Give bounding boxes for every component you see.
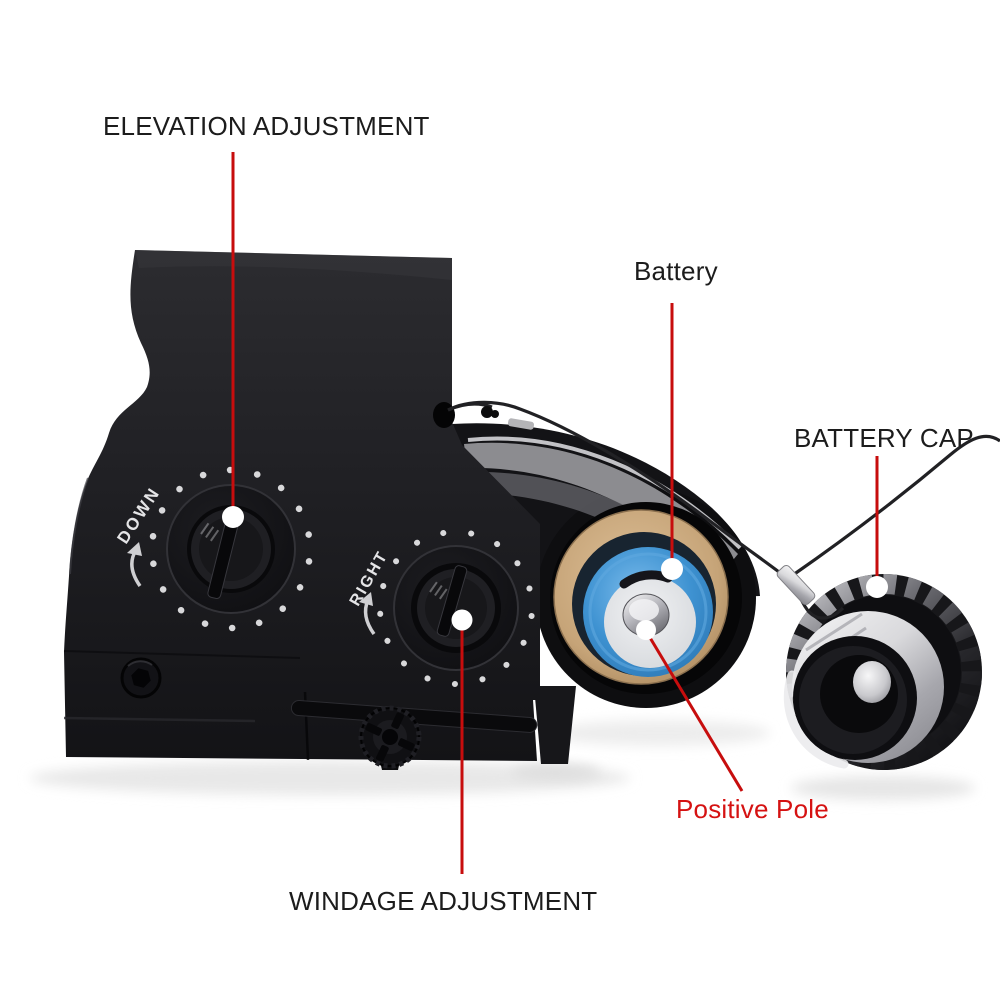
battery-cap	[783, 574, 982, 770]
windage-dot-ring	[377, 529, 535, 687]
windage-adjustment-label: WINDAGE ADJUSTMENT	[289, 886, 598, 916]
positive-pole-callout-dot	[636, 620, 656, 640]
battery-cap-label: BATTERY CAP	[794, 423, 974, 453]
battery-callout-dot	[661, 558, 683, 580]
mount-thumb-nut	[358, 705, 422, 770]
callout-dots	[222, 506, 888, 640]
windage-screw-slot	[436, 565, 468, 637]
positive-pole-label: Positive Pole	[676, 794, 829, 824]
elevation-dial: DOWN	[113, 466, 314, 632]
lanyard-tab	[507, 418, 535, 430]
callout-lines	[231, 152, 879, 874]
cap-spring-contact	[853, 661, 891, 703]
battery-label: Battery	[634, 256, 718, 286]
tube-foot	[534, 686, 576, 764]
lanyard-hole	[433, 402, 455, 428]
battery-top-marking	[619, 570, 673, 589]
elevation-callout-dot	[222, 506, 244, 528]
battery-cap-callout-dot	[866, 576, 888, 598]
windage-callout-dot	[451, 609, 473, 631]
ground-shadows	[30, 720, 975, 800]
lanyard-crimp	[776, 564, 816, 606]
lanyard-wire	[447, 400, 1000, 620]
lanyard-knot	[481, 406, 493, 418]
elevation-adjustment-label: ELEVATION ADJUSTMENT	[103, 111, 430, 141]
positive-pole-callout-line	[644, 630, 744, 792]
mount-base-hardware	[120, 657, 538, 770]
elevation-dot-ring	[148, 466, 314, 632]
